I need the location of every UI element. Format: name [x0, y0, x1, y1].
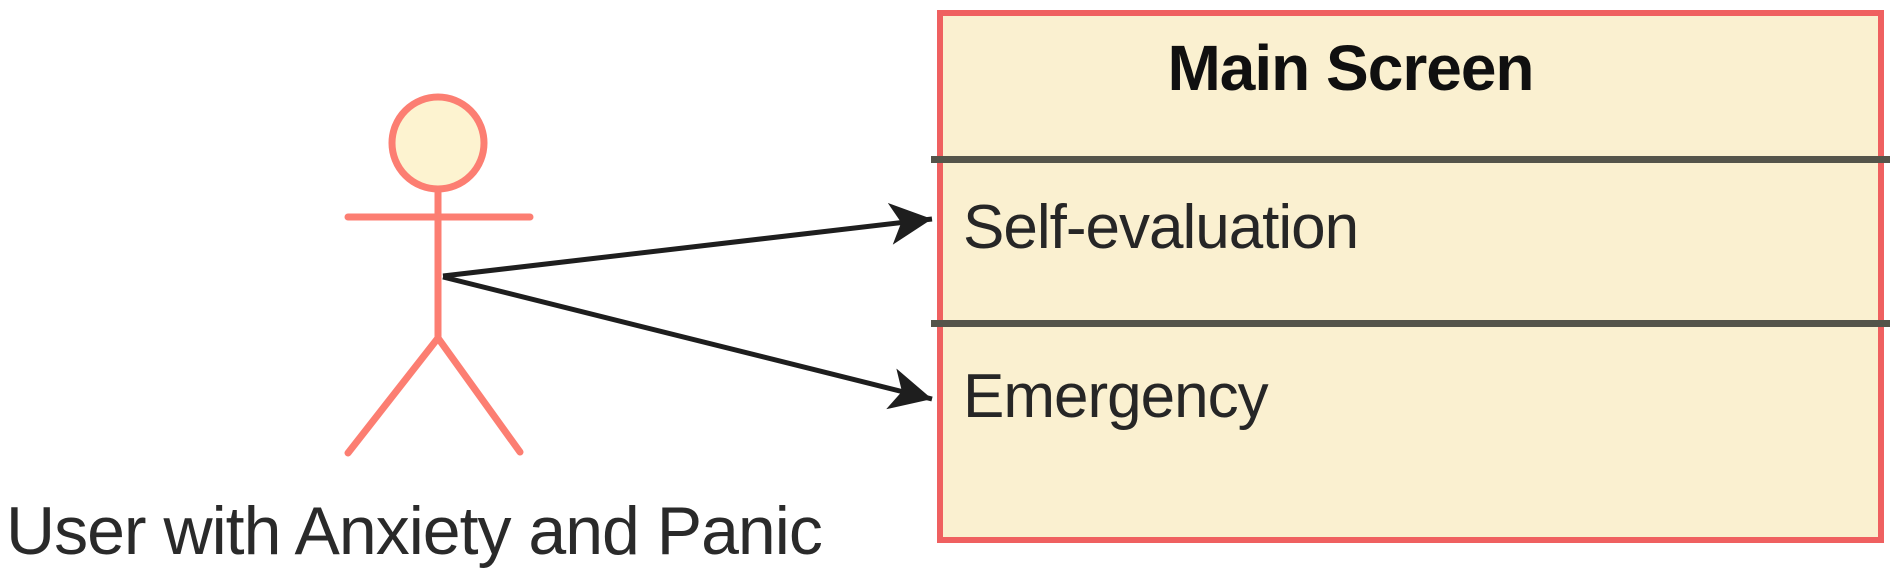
- box-title: Main Screen: [1167, 32, 1534, 104]
- box-divider: [931, 320, 1890, 327]
- actor-right-leg-line: [434, 334, 524, 456]
- arrow-to-self-evaluation: [442, 203, 933, 279]
- box-item-self-evaluation: Self-evaluation: [963, 193, 1359, 262]
- arrow-to-emergency: [442, 274, 933, 410]
- box-divider: [931, 156, 1890, 163]
- actor-left-leg-line: [344, 334, 442, 457]
- actor-label: User with Anxiety and Panic: [6, 493, 823, 569]
- main-screen-box: Main Screen Self-evaluation Emergency: [931, 10, 1890, 543]
- box-item-emergency: Emergency: [963, 362, 1269, 431]
